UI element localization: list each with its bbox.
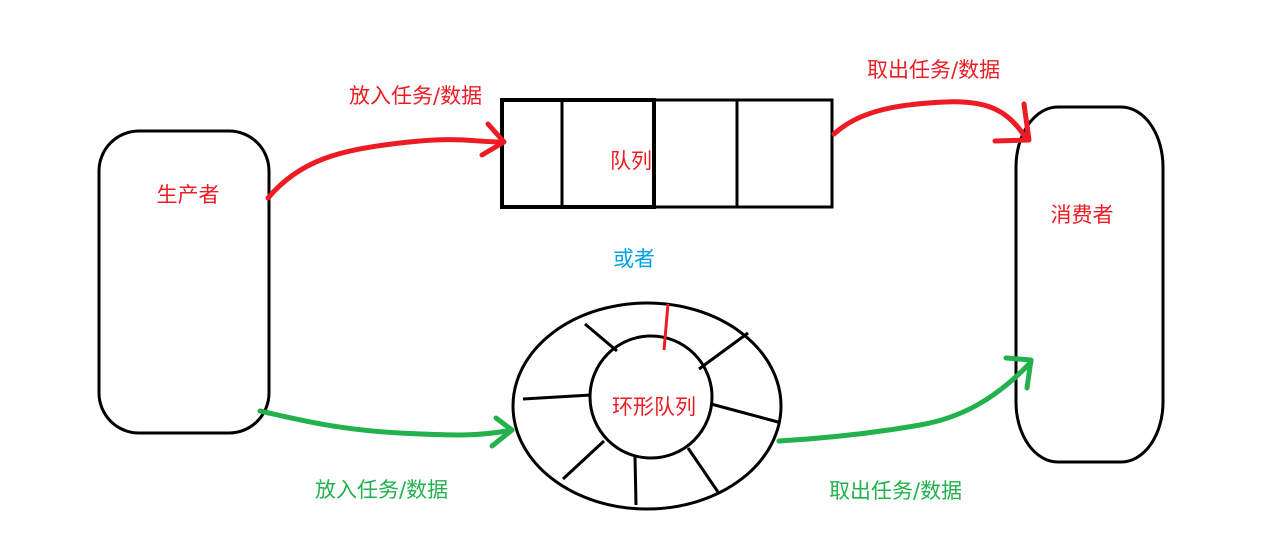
ring-pointer-marker bbox=[662, 303, 670, 351]
top-put-arrow bbox=[265, 137, 505, 201]
queue-cells bbox=[500, 98, 834, 209]
ring-queue bbox=[511, 301, 783, 511]
ring-queue-label: 环形队列 bbox=[612, 395, 696, 419]
top-take-arrow bbox=[831, 99, 1030, 143]
bottom-put-label: 放入任务/数据 bbox=[315, 478, 448, 502]
consumer-label: 消费者 bbox=[1051, 203, 1114, 227]
producer-box bbox=[97, 129, 271, 435]
producer-label: 生产者 bbox=[157, 183, 220, 207]
bottom-put-arrow bbox=[257, 408, 515, 438]
top-take-arrowhead bbox=[992, 101, 1032, 144]
top-take-label: 取出任务/数据 bbox=[867, 58, 1000, 82]
consumer-box bbox=[1014, 105, 1165, 464]
top-put-label: 放入任务/数据 bbox=[349, 84, 482, 108]
top-put-arrowhead bbox=[479, 121, 507, 158]
bottom-take-arrowhead bbox=[1003, 355, 1034, 391]
queue-label: 队列 bbox=[610, 149, 652, 173]
bottom-put-arrowhead bbox=[489, 415, 515, 449]
separator-label: 或者 bbox=[613, 247, 655, 271]
bottom-take-arrow bbox=[776, 359, 1034, 444]
bottom-take-label: 取出任务/数据 bbox=[829, 479, 962, 503]
